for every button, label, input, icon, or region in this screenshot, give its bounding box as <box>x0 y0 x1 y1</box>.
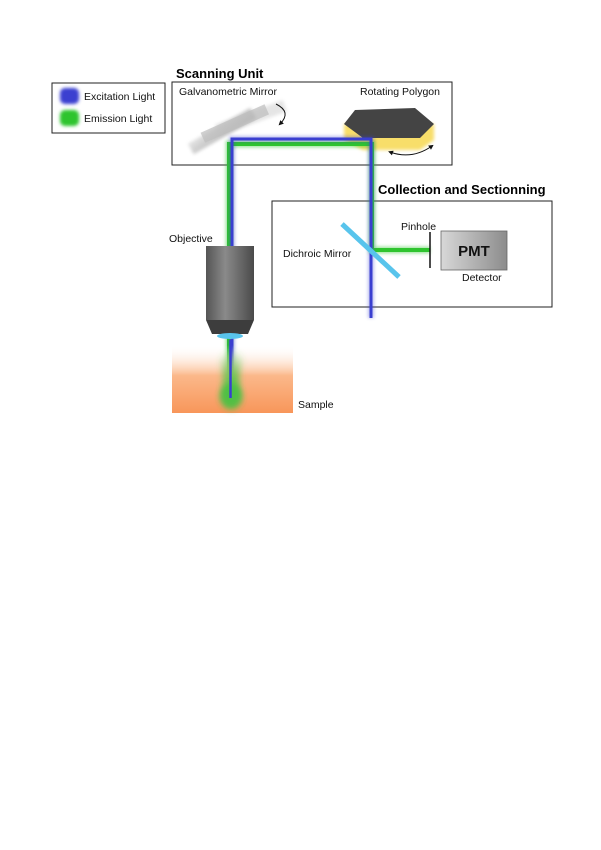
polygon-rotation-arrow <box>388 144 434 156</box>
pmt-detector <box>440 230 508 271</box>
legend-label-emission: Emission Light <box>84 113 152 125</box>
legend-swatch-excitation <box>60 88 79 104</box>
objective-label: Objective <box>169 233 213 245</box>
legend-label-excitation: Excitation Light <box>84 91 155 103</box>
objective: Objective <box>169 233 254 339</box>
detector-label: Detector <box>462 272 502 284</box>
galvo-mirror-label: Galvanometric Mirror <box>179 86 278 98</box>
objective-body <box>206 246 254 320</box>
objective-tip <box>206 320 254 334</box>
collection-title: Collection and Sectionning <box>378 182 546 197</box>
galvo-rotation-arrow <box>275 103 286 126</box>
dichroic-mirror <box>340 222 401 279</box>
dichroic-mirror-label: Dichroic Mirror <box>283 248 352 260</box>
polygon-label: Rotating Polygon <box>360 86 440 98</box>
legend-swatch-emission <box>60 110 79 126</box>
objective-lens <box>217 333 243 339</box>
scanning-unit-title: Scanning Unit <box>176 66 264 81</box>
pinhole-label: Pinhole <box>401 221 436 233</box>
legend: Excitation Light Emission Light <box>51 82 166 134</box>
sample-label: Sample <box>298 399 334 411</box>
pmt-label: PMT <box>458 243 490 260</box>
sample: Sample <box>172 340 334 413</box>
galvanometric-mirror <box>187 100 287 155</box>
scanning-unit: Scanning Unit Galvanometric Mirror Rotat… <box>171 66 453 166</box>
collection-unit: Collection and Sectionning Dichroic Mirr… <box>271 182 553 308</box>
